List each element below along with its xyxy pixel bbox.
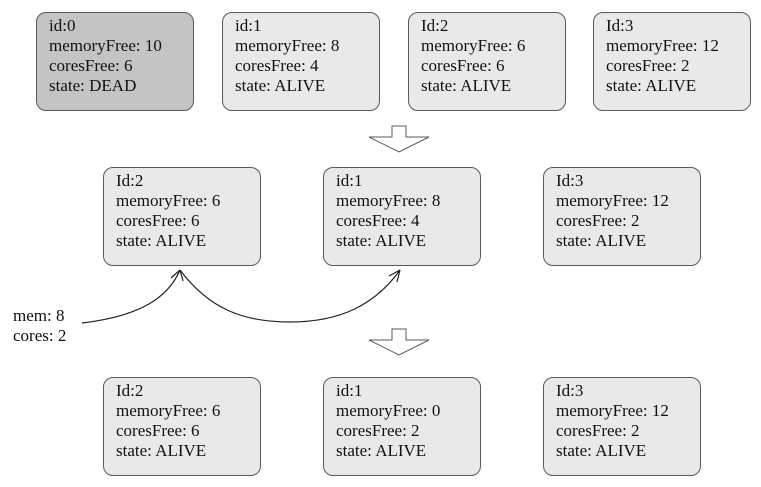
node-memory-label: memoryFree: 8	[336, 191, 441, 210]
node-state-label: state: DEAD	[49, 76, 137, 95]
node-id-label: Id:2	[116, 171, 144, 190]
request-curve-arrowhead	[170, 269, 184, 282]
node-memory-label: memoryFree: 12	[606, 36, 719, 55]
node-memory-label: memoryFree: 0	[336, 401, 441, 420]
request-curve	[81, 269, 181, 324]
node-id-label: Id:3	[606, 16, 634, 35]
node-cores-label: coresFree: 2	[606, 56, 690, 75]
transition-arrow-1	[368, 125, 430, 153]
request-mem-label: mem: 8	[13, 306, 65, 325]
node-state-label: state: ALIVE	[116, 231, 207, 250]
transition-arrow-2	[368, 328, 430, 356]
node-state-label: state: ALIVE	[235, 76, 326, 95]
node-memory-label: memoryFree: 6	[116, 191, 221, 210]
node-id2-initial: Id:2 memoryFree: 6 coresFree: 6 state: A…	[408, 12, 566, 111]
request-annotation: mem: 8 cores: 2	[13, 306, 66, 346]
node-state-label: state: ALIVE	[421, 76, 512, 95]
node-id-label: id:1	[336, 171, 363, 190]
node-id3-initial: Id:3 memoryFree: 12 coresFree: 2 state: …	[593, 12, 751, 111]
node-id-label: id:1	[235, 16, 262, 35]
node-cores-label: coresFree: 2	[556, 211, 640, 230]
node-id2-sorted: Id:2 memoryFree: 6 coresFree: 6 state: A…	[103, 167, 261, 266]
node-memory-label: memoryFree: 6	[421, 36, 526, 55]
node-memory-label: memoryFree: 6	[116, 401, 221, 420]
node-id-label: id:1	[336, 381, 363, 400]
node-state-label: state: ALIVE	[336, 231, 427, 250]
node-id0-initial: id:0 memoryFree: 10 coresFree: 6 state: …	[36, 12, 194, 111]
node-cores-label: coresFree: 6	[49, 56, 133, 75]
node-id3-sorted: Id:3 memoryFree: 12 coresFree: 2 state: …	[543, 167, 701, 266]
node-id1-final: id:1 memoryFree: 0 coresFree: 2 state: A…	[323, 377, 481, 476]
node-id-label: Id:3	[556, 171, 584, 190]
node-cores-label: coresFree: 4	[235, 56, 319, 75]
node-id-label: Id:2	[421, 16, 449, 35]
node-cores-label: coresFree: 4	[336, 211, 420, 230]
node-memory-label: memoryFree: 10	[49, 36, 162, 55]
node-state-label: state: ALIVE	[116, 441, 207, 460]
node-memory-label: memoryFree: 12	[556, 191, 669, 210]
node-id-label: Id:2	[116, 381, 144, 400]
node-state-label: state: ALIVE	[336, 441, 427, 460]
node-cores-label: coresFree: 6	[421, 56, 505, 75]
node-id1-sorted: id:1 memoryFree: 8 coresFree: 4 state: A…	[323, 167, 481, 266]
redirect-curve-arrowhead	[388, 269, 401, 283]
node-cores-label: coresFree: 2	[336, 421, 420, 440]
node-cores-label: coresFree: 2	[556, 421, 640, 440]
redirect-curve	[179, 269, 401, 323]
node-cores-label: coresFree: 6	[116, 211, 200, 230]
node-memory-label: memoryFree: 8	[235, 36, 340, 55]
node-state-label: state: ALIVE	[556, 441, 647, 460]
node-id1-initial: id:1 memoryFree: 8 coresFree: 4 state: A…	[222, 12, 380, 111]
node-id-label: id:0	[49, 16, 76, 35]
node-memory-label: memoryFree: 12	[556, 401, 669, 420]
node-id2-final: Id:2 memoryFree: 6 coresFree: 6 state: A…	[103, 377, 261, 476]
node-cores-label: coresFree: 6	[116, 421, 200, 440]
node-state-label: state: ALIVE	[556, 231, 647, 250]
node-id-label: Id:3	[556, 381, 584, 400]
node-state-label: state: ALIVE	[606, 76, 697, 95]
node-id3-final: Id:3 memoryFree: 12 coresFree: 2 state: …	[543, 377, 701, 476]
request-cores-label: cores: 2	[13, 326, 67, 345]
